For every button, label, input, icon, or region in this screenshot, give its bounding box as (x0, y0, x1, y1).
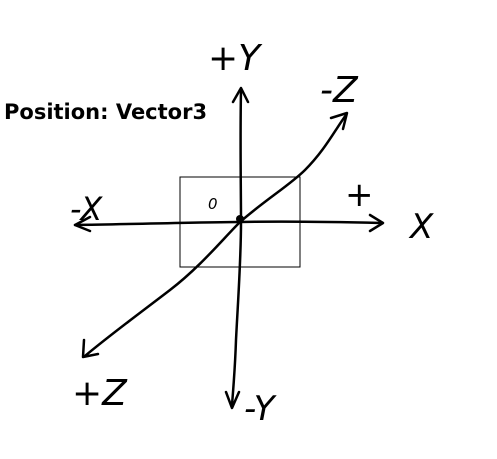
title: Position: Vector3 (4, 100, 208, 124)
origin-label: 0 (208, 195, 218, 213)
y-axis-arrow-up (231, 86, 250, 104)
label-neg-z: -Z (320, 70, 359, 111)
z-axis-line (83, 113, 348, 358)
z-axis-arrow-back (329, 111, 349, 131)
z-axis-arrow-front (81, 338, 100, 359)
y-axis-line (230, 88, 243, 407)
label-pos-y: +Y (208, 38, 263, 79)
label-neg-x: -X (70, 190, 103, 228)
x-axis-arrow-left (73, 215, 92, 233)
label-pos-x-letter: X (408, 207, 434, 247)
x-axis-line (73, 220, 383, 227)
label-pos-z: +Z (72, 373, 128, 414)
origin-dot (236, 215, 244, 223)
y-axis-arrow-down (224, 390, 241, 410)
label-pos-x-text: +X (345, 175, 434, 247)
x-axis-arrow-right (368, 213, 385, 233)
label-pos-x-sign: + (345, 175, 374, 215)
label-pos-x: +X (345, 175, 434, 247)
label-neg-y: -Y (244, 389, 277, 429)
